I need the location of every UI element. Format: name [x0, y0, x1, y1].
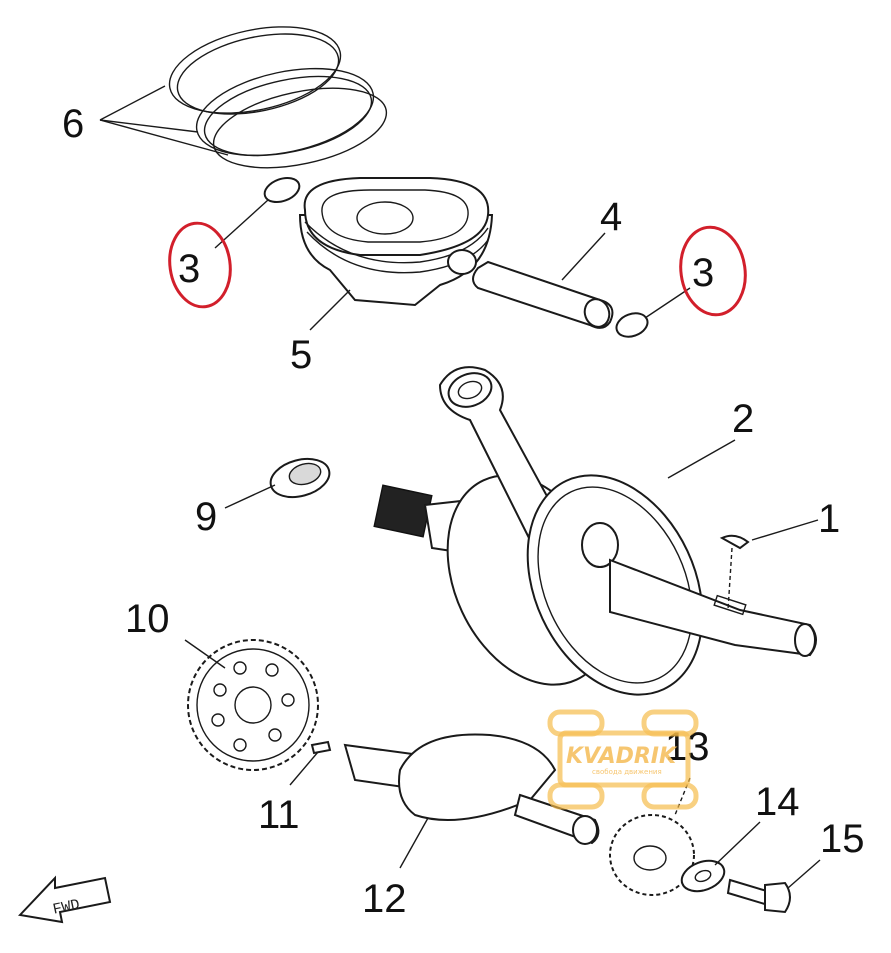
callout-3-left: 3 — [178, 247, 200, 291]
balancer-gear — [187, 639, 319, 771]
callout-14: 14 — [755, 780, 800, 824]
watermark-brand: KVADRIK — [566, 744, 678, 769]
piston-pin — [472, 260, 614, 329]
watermark-logo: KVADRIK свобода движения — [547, 709, 699, 810]
woodruff-key — [719, 534, 750, 550]
circlip-left — [263, 176, 301, 204]
balancer-shaft — [343, 733, 600, 845]
fwd-label: FWD — [51, 896, 81, 918]
callout-2: 2 — [732, 397, 754, 441]
leader-6 — [99, 85, 229, 156]
callout-6: 6 — [62, 102, 84, 146]
leader-1-dash — [727, 547, 733, 611]
circlip-right — [615, 312, 649, 338]
callout-9: 9 — [195, 495, 217, 539]
leader-1 — [751, 519, 819, 541]
callout-1: 1 — [818, 497, 840, 541]
leader-14 — [714, 821, 761, 866]
callout-15: 15 — [820, 817, 865, 861]
leader-2 — [667, 439, 736, 479]
crankshaft-assembly — [373, 366, 817, 696]
callout-11: 11 — [258, 793, 300, 837]
watermark-tagline: свобода движения — [592, 768, 662, 776]
highlight-circle-left — [168, 221, 232, 309]
fwd-arrow: FWD — [17, 875, 112, 924]
leader-5 — [309, 289, 351, 331]
piston-rings — [168, 26, 388, 169]
callout-4: 4 — [600, 195, 622, 239]
leader-10 — [184, 639, 226, 669]
washer — [680, 859, 726, 893]
leader-11 — [289, 751, 319, 786]
callout-10: 10 — [125, 597, 170, 641]
leader-12 — [399, 817, 429, 869]
leader-4 — [561, 232, 606, 281]
callout-3-right: 3 — [692, 251, 714, 295]
gear-key — [310, 740, 332, 755]
highlight-circle-right — [679, 225, 747, 317]
callout-12: 12 — [362, 877, 407, 921]
bushing — [269, 457, 331, 499]
leader-3b — [644, 287, 691, 319]
leader-15 — [787, 859, 821, 889]
leader-9 — [224, 484, 276, 509]
drive-gear — [609, 814, 695, 896]
piston — [298, 177, 494, 307]
callout-5: 5 — [290, 333, 312, 377]
bolt — [726, 878, 791, 914]
